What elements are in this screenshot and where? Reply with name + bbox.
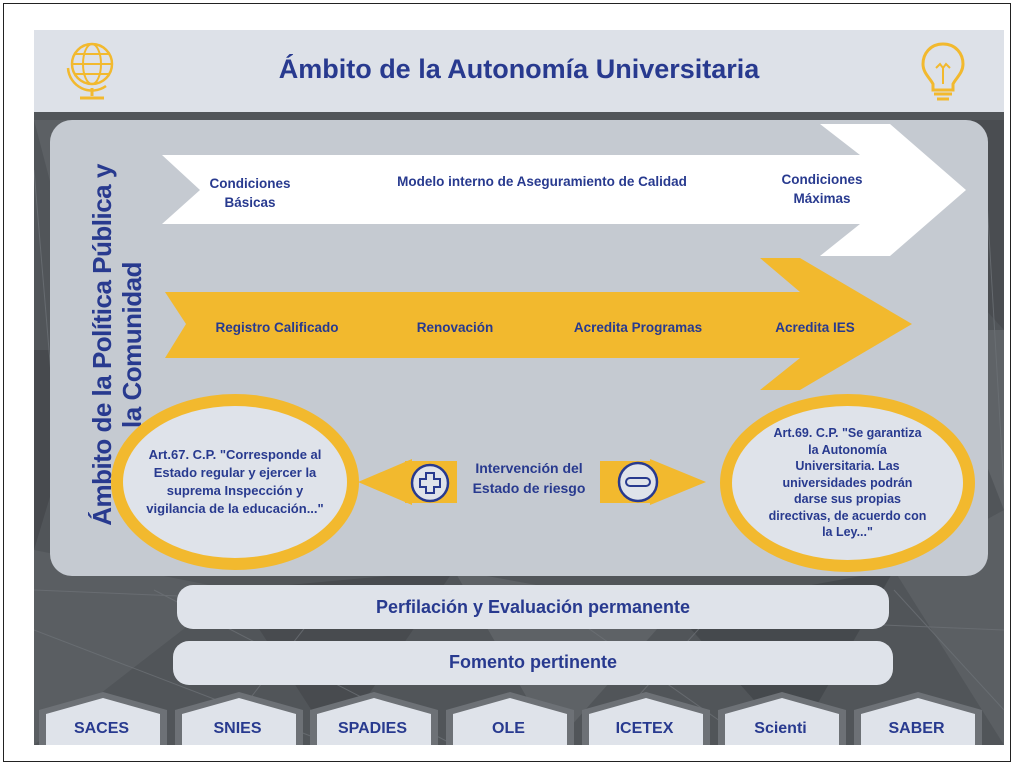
minus-circle-icon	[616, 460, 660, 509]
tab-label: SACES	[73, 720, 130, 737]
tab-label: SNIES	[213, 720, 262, 737]
system-tabs: SACES SNIES SPADIES OLE ICETEX Scienti SABER	[34, 690, 1004, 745]
tab-label: ICETEX	[615, 720, 674, 737]
white-arrow-item-2: Modelo interno de Aseguramiento de Calid…	[397, 174, 687, 189]
lightbulb-icon	[918, 38, 968, 109]
tab-icetex[interactable]: ICETEX	[580, 690, 710, 745]
tab-snies[interactable]: SNIES	[173, 690, 303, 745]
tab-label: OLE	[492, 720, 525, 737]
globe-icon	[64, 38, 120, 109]
intervention-label: Intervención del Estado de riesgo	[472, 460, 586, 496]
white-arrow-item-1: Condiciones Básicas	[209, 176, 291, 210]
tab-label: SPADIES	[337, 720, 408, 737]
left-quote-text: Art.67. C.P. "Corresponde al Estado regu…	[146, 447, 324, 516]
tab-saces[interactable]: SACES	[37, 690, 167, 745]
tab-spadies[interactable]: SPADIES	[308, 690, 438, 745]
tab-ole[interactable]: OLE	[444, 690, 574, 745]
white-arrow-item-3: Condiciones Máximas	[781, 172, 863, 206]
right-quote-text: Art.69. C.P. "Se garantiza la Autonomía …	[768, 426, 927, 540]
yellow-arrow-item-4: Acredita IES	[775, 320, 855, 335]
left-quote-circle: Art.67. C.P. "Corresponde al Estado regu…	[111, 394, 359, 570]
page-title: Ámbito de la Autonomía Universitaria	[278, 54, 760, 84]
band-fomento: Fomento pertinente	[173, 641, 893, 685]
yellow-arrow-item-3: Acredita Programas	[573, 320, 703, 335]
header-bar: Ámbito de la Autonomía Universitaria	[34, 30, 1004, 112]
right-quote-circle: Art.69. C.P. "Se garantiza la Autonomía …	[720, 394, 975, 572]
tab-label: Scienti	[754, 720, 807, 737]
band-perfilacion: Perfilación y Evaluación permanente	[177, 585, 889, 629]
yellow-arrow-item-1: Registro Calificado	[215, 320, 339, 335]
tab-label: SABER	[888, 720, 945, 737]
plus-circle-icon	[409, 462, 451, 509]
tab-saber[interactable]: SABER	[852, 690, 982, 745]
tab-scienti[interactable]: Scienti	[716, 690, 846, 745]
yellow-arrow-item-2: Renovación	[416, 320, 494, 335]
